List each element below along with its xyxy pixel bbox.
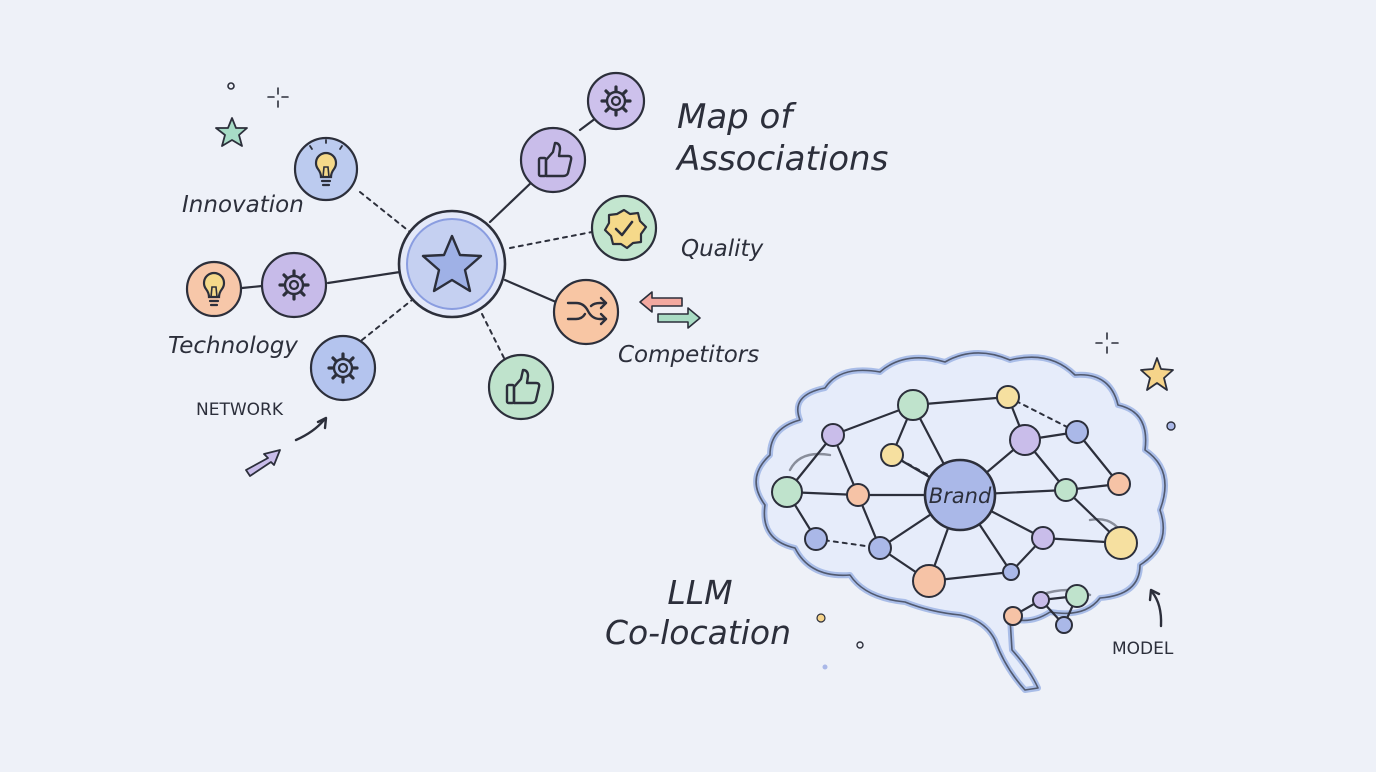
brain-node bbox=[912, 564, 946, 598]
link-competitors bbox=[503, 278, 558, 304]
dot-decoration bbox=[227, 82, 235, 90]
brain-node bbox=[996, 385, 1020, 409]
curved-arrow-head bbox=[316, 416, 328, 430]
star-decoration-icon bbox=[215, 117, 248, 147]
brand-node: Brand bbox=[923, 458, 997, 532]
label-competitors: Competitors bbox=[618, 342, 759, 368]
quality-node bbox=[590, 194, 658, 262]
brain-node bbox=[1065, 584, 1089, 608]
link-upper bbox=[488, 178, 536, 224]
star-decoration-icon bbox=[1140, 357, 1174, 391]
link-quality bbox=[509, 231, 593, 249]
curved-arrow-icon bbox=[294, 418, 326, 442]
brain-node bbox=[1009, 424, 1041, 456]
dot-decoration bbox=[856, 641, 864, 649]
dot-decoration bbox=[1166, 421, 1176, 431]
sparkle-icon bbox=[267, 87, 289, 108]
top-gear-node bbox=[586, 71, 646, 131]
title-line-1: Map of bbox=[677, 97, 797, 137]
brain-nodes bbox=[771, 385, 1138, 634]
brain-node bbox=[1107, 472, 1131, 496]
llm-line-2: Co-location bbox=[605, 613, 791, 652]
brain-node bbox=[1054, 478, 1078, 502]
brain-node bbox=[880, 443, 904, 467]
competitors-node bbox=[552, 278, 620, 346]
curved-arrow-head bbox=[1148, 588, 1161, 602]
label-model: MODEL bbox=[1112, 639, 1174, 659]
brain-node bbox=[1031, 526, 1055, 550]
star-icon bbox=[421, 234, 483, 293]
brain-node bbox=[1055, 616, 1073, 634]
brain-node bbox=[804, 527, 828, 551]
brain-node bbox=[1065, 420, 1089, 444]
title-line-2: Associations bbox=[675, 139, 888, 179]
link-far-left bbox=[240, 284, 264, 290]
link-network bbox=[361, 299, 413, 341]
brain-node bbox=[1002, 563, 1020, 581]
far-left-node bbox=[185, 260, 243, 318]
dot-decoration bbox=[816, 613, 826, 623]
label-network: NETWORK bbox=[196, 400, 284, 420]
brain-node bbox=[897, 389, 929, 421]
llm-line-1: LLM bbox=[667, 573, 732, 612]
lower-thumb-node bbox=[487, 353, 555, 421]
badge-check-icon bbox=[603, 208, 648, 250]
network-node bbox=[309, 334, 377, 402]
link-technology bbox=[326, 270, 402, 285]
upper-thumb-node bbox=[519, 126, 587, 194]
brain-node bbox=[1032, 591, 1050, 609]
shuffle-icon bbox=[566, 296, 608, 326]
brain-node bbox=[846, 483, 870, 507]
label-brand: Brand bbox=[929, 484, 992, 508]
brain-node bbox=[771, 476, 803, 508]
label-innovation: Innovation bbox=[182, 192, 304, 218]
brain-node bbox=[868, 536, 892, 560]
label-technology: Technology bbox=[168, 333, 298, 359]
curved-arrow-icon bbox=[1150, 590, 1163, 628]
sparkle-icon bbox=[1095, 332, 1119, 354]
double-arrow-icon bbox=[639, 291, 701, 329]
link-innovation bbox=[359, 191, 411, 233]
arrow-icon bbox=[245, 449, 281, 477]
brain-node bbox=[1003, 606, 1023, 626]
link-top bbox=[578, 116, 598, 132]
brain-node bbox=[1104, 526, 1138, 560]
label-quality: Quality bbox=[681, 236, 764, 262]
brain-node bbox=[821, 423, 845, 447]
innovation-node bbox=[293, 136, 359, 202]
technology-node bbox=[260, 251, 328, 319]
dot-decoration bbox=[822, 664, 828, 670]
link-lower bbox=[481, 313, 505, 359]
center-node bbox=[397, 209, 507, 319]
